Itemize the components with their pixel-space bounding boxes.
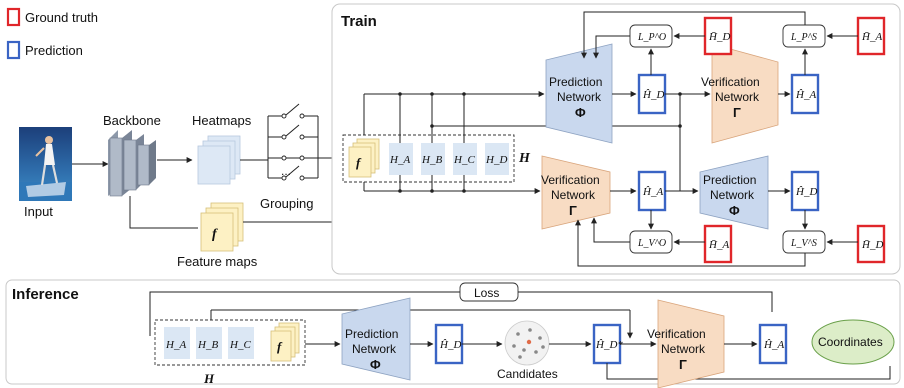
heatmaps-stack xyxy=(197,135,241,185)
svg-text:Ĥ_A: Ĥ_A xyxy=(642,186,663,198)
svg-text:Γ: Γ xyxy=(569,203,577,218)
inference-stack-ha: H_A xyxy=(165,339,186,351)
svg-text:L_V^S: L_V^S xyxy=(790,238,817,249)
inference-stack-label: H xyxy=(203,371,215,386)
svg-text:Network: Network xyxy=(661,342,706,356)
feature-maps-stack: f xyxy=(200,202,244,252)
legend: Ground truth Prediction xyxy=(6,7,98,60)
train-top-verification-network: Verification Network Γ xyxy=(701,43,779,144)
candidates-label: Candidates xyxy=(497,367,558,381)
svg-text:L_P^S: L_P^S xyxy=(790,32,817,43)
svg-text:Prediction: Prediction xyxy=(549,75,602,89)
svg-text:Ĥ_A: Ĥ_A xyxy=(795,89,816,101)
inference-stack-hc: H_C xyxy=(229,339,251,351)
train-stack-f: f xyxy=(356,155,362,170)
heatmaps-label: Heatmaps xyxy=(192,113,252,128)
svg-text:Verification: Verification xyxy=(541,173,600,187)
svg-text:Φ: Φ xyxy=(729,203,740,218)
svg-text:Prediction: Prediction xyxy=(703,173,756,187)
svg-text:Network: Network xyxy=(557,90,602,104)
input-label: Input xyxy=(24,204,53,219)
svg-text:Network: Network xyxy=(551,188,596,202)
inference-stack: H_A H_B H_C f xyxy=(154,319,306,366)
svg-text:Φ: Φ xyxy=(575,105,586,120)
svg-text:Prediction: Prediction xyxy=(345,327,398,341)
train-bottom-prediction-network: Prediction Network Φ xyxy=(699,155,769,230)
legend-ground-truth-label: Ground truth xyxy=(25,10,98,25)
svg-text:L_V^O: L_V^O xyxy=(637,238,666,249)
coordinates-output xyxy=(811,319,895,365)
train-bottom-verification-network: Verification Network Γ xyxy=(541,155,611,230)
grouping-label: Grouping xyxy=(260,196,313,211)
train-stack: f H_A H_B H_C H_D xyxy=(342,134,515,183)
svg-text:Loss: Loss xyxy=(474,286,499,300)
inference-stack-hb: H_B xyxy=(197,339,218,351)
train-stack-hc: H_C xyxy=(453,154,475,166)
svg-text:L_P^O: L_P^O xyxy=(637,32,666,43)
svg-text:Ĥ_D: Ĥ_D xyxy=(439,339,461,351)
train-loss-v-s xyxy=(782,230,826,254)
train-gt-a-bottom xyxy=(703,224,733,264)
legend-prediction-label: Prediction xyxy=(25,43,83,58)
svg-text:Φ: Φ xyxy=(370,357,381,372)
train-gt-d-bottom xyxy=(856,224,886,264)
candidates-cloud xyxy=(504,320,550,366)
svg-text:Γ: Γ xyxy=(733,105,741,120)
svg-text:Ĥ_D*: Ĥ_D* xyxy=(595,339,623,351)
train-stack-ha: H_A xyxy=(389,154,410,166)
inference-out-d xyxy=(434,323,464,365)
feature-symbol: f xyxy=(212,227,218,242)
svg-text:Network: Network xyxy=(715,90,760,104)
backbone-block xyxy=(108,130,156,197)
train-stack-label: H xyxy=(518,151,531,166)
backbone-label: Backbone xyxy=(103,113,161,128)
switch-ellipsis: ... xyxy=(281,164,291,178)
train-stack-hb: H_B xyxy=(421,154,442,166)
svg-text:Ĥ_A: Ĥ_A xyxy=(763,339,784,351)
svg-text:Ĥ_D: Ĥ_D xyxy=(795,186,817,198)
svg-text:H̄_D: H̄_D xyxy=(708,31,730,43)
svg-text:Verification: Verification xyxy=(647,327,706,341)
inference-title: Inference xyxy=(12,286,79,303)
feature-maps-label: Feature maps xyxy=(177,254,258,269)
svg-text:Verification: Verification xyxy=(701,75,760,89)
svg-text:H̄_A: H̄_A xyxy=(861,31,882,43)
train-title: Train xyxy=(341,13,377,30)
train-loss-p-s xyxy=(782,24,826,48)
svg-text:Network: Network xyxy=(710,188,755,202)
train-bottom-out-d xyxy=(790,170,820,212)
svg-text:Network: Network xyxy=(352,342,397,356)
grouping-switches: ... xyxy=(268,103,318,181)
prediction-swatch xyxy=(6,40,21,60)
svg-text:Coordinates: Coordinates xyxy=(818,335,883,349)
inference-stack-f: f xyxy=(277,339,283,354)
ground-truth-swatch xyxy=(6,7,21,27)
input-image xyxy=(19,127,72,201)
svg-text:H̄_A: H̄_A xyxy=(708,239,729,251)
inference-verification-network: Verification Network Γ xyxy=(647,299,725,388)
train-top-prediction-network: Prediction Network Φ xyxy=(545,43,613,144)
train-stack-hd: H_D xyxy=(485,154,507,166)
inference-out-a xyxy=(758,323,788,365)
svg-text:Γ: Γ xyxy=(679,357,687,372)
svg-text:Ĥ_D: Ĥ_D xyxy=(642,89,664,101)
svg-text:H̄_D: H̄_D xyxy=(861,239,883,251)
inference-prediction-network: Prediction Network Φ xyxy=(341,297,411,381)
